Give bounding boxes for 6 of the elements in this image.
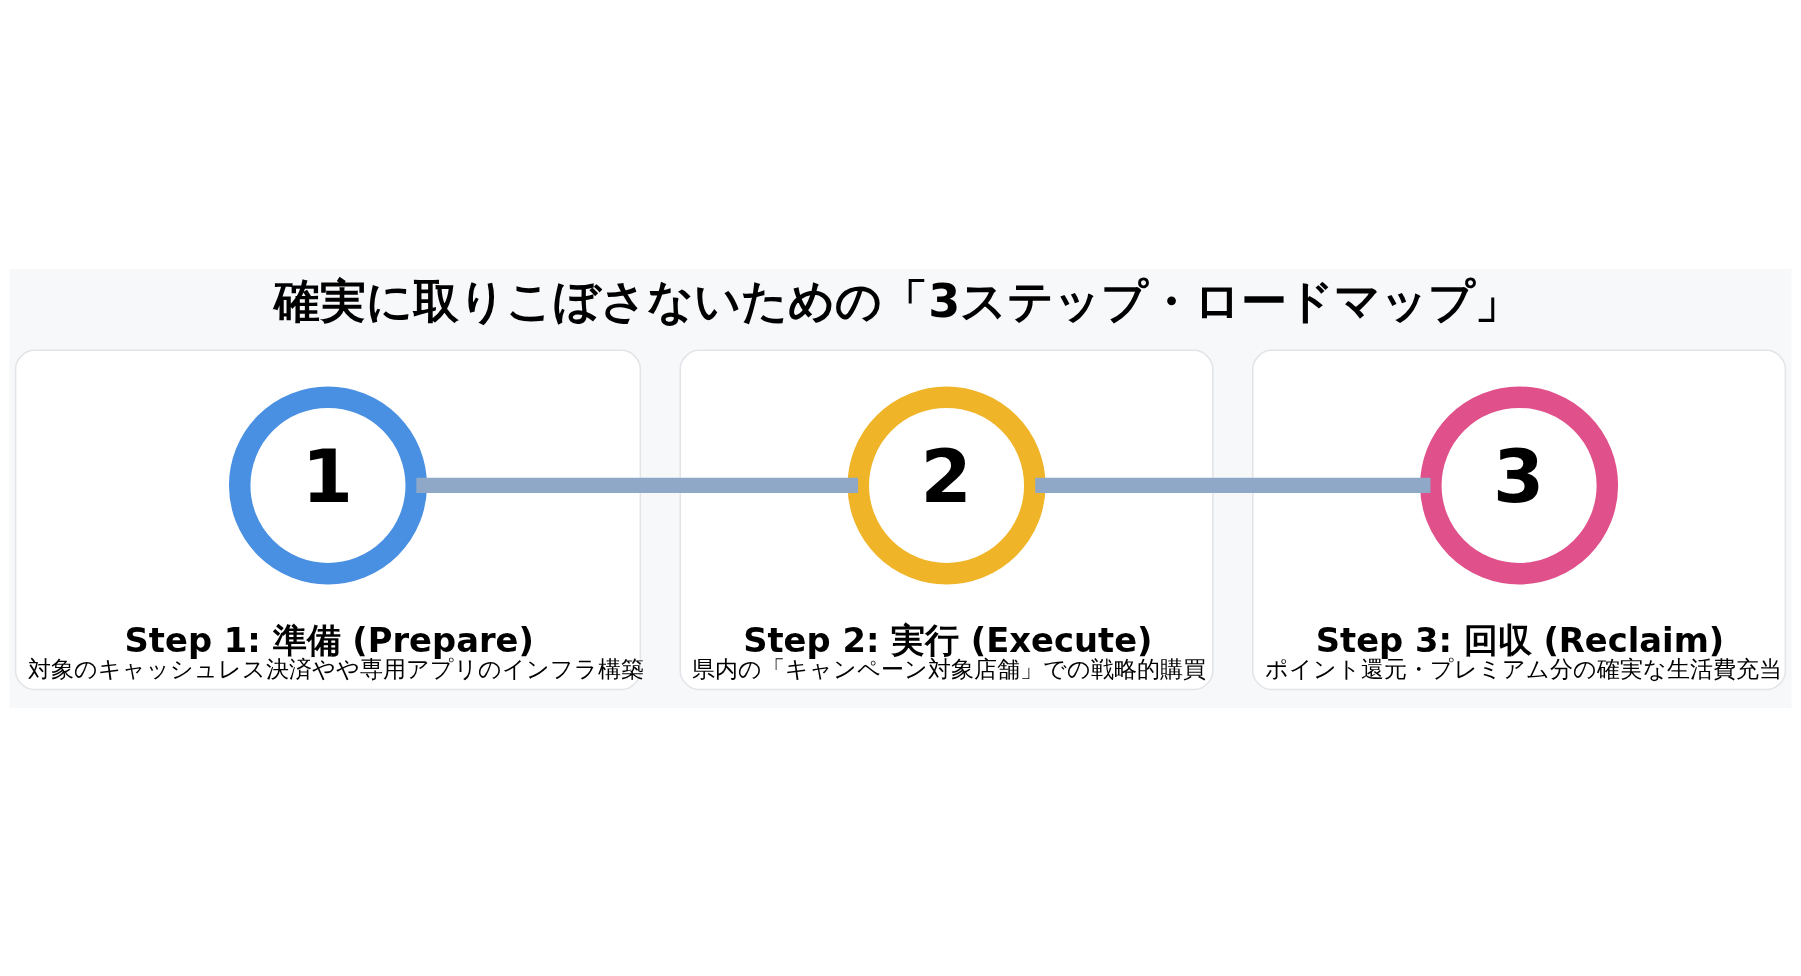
node-circle: 3 — [1420, 385, 1619, 584]
diagram-title: 確実に取りこぼさないための「3ステップ・ロードマップ」 — [274, 273, 1522, 328]
node-circle: 1 — [228, 385, 427, 584]
connector — [1035, 477, 1431, 493]
connector — [416, 477, 859, 493]
node-circle: 2 — [847, 385, 1046, 584]
